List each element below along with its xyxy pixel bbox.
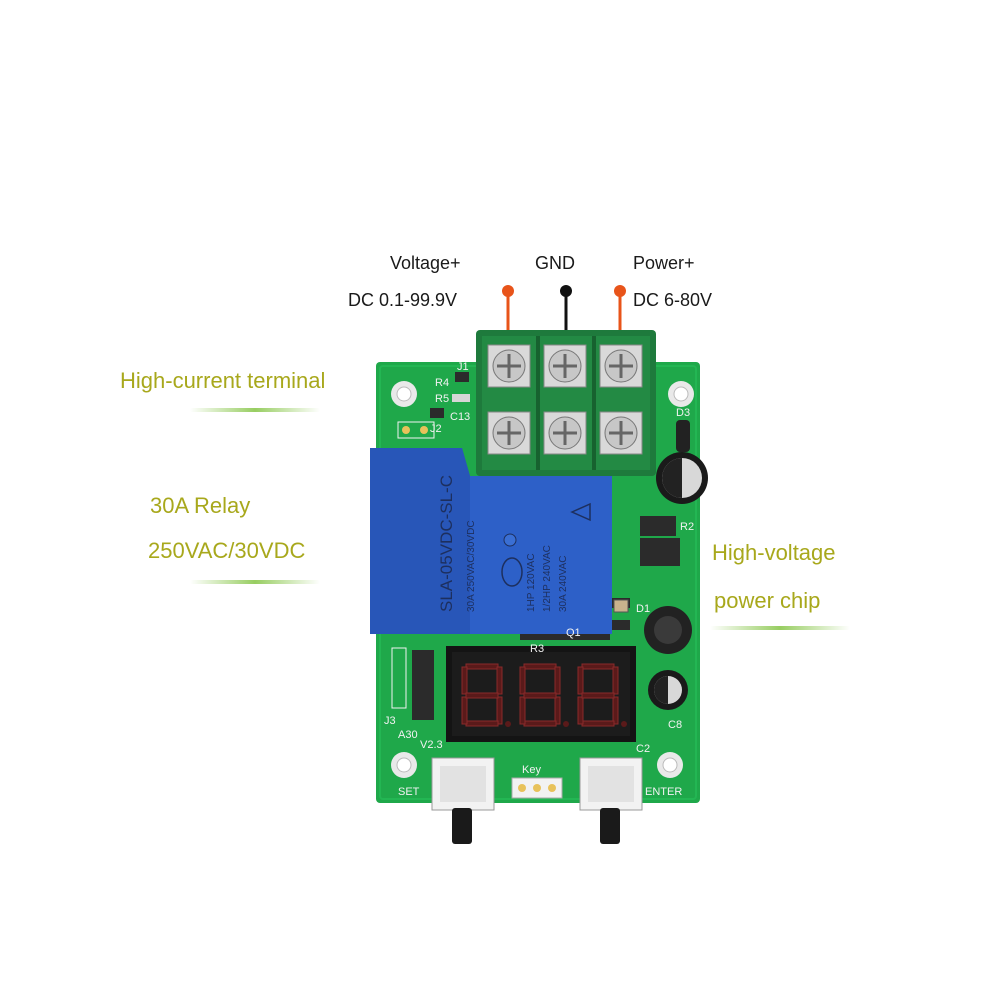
chip-annotation-underline	[710, 626, 850, 630]
digit-2-segment-6	[581, 692, 615, 699]
digit-0-decimal-point	[505, 721, 511, 727]
silk-version: V2.3	[420, 739, 443, 751]
gnd-wire-dot	[560, 285, 572, 297]
digit-1-decimal-point	[563, 721, 569, 727]
silk-r5: R5	[435, 393, 449, 405]
power-terminal-spec: DC 6-80V	[633, 290, 713, 310]
chip-d1	[613, 599, 629, 613]
digit-1-segment-0	[523, 663, 557, 670]
silk-d3: D3	[676, 407, 690, 419]
inductor	[644, 606, 692, 654]
silk-q1: Q1	[566, 627, 581, 639]
digit-0-segment-6	[465, 692, 499, 699]
relay	[370, 448, 612, 634]
silk-r3: R3	[530, 643, 544, 655]
silk-set: SET	[398, 786, 420, 798]
chip-annotation-line2: power chip	[714, 588, 821, 613]
set-button-body	[431, 757, 495, 844]
relay-rating-a: 30A 250VAC/30VDC	[466, 520, 477, 612]
electrolytic-capacitor-bottom	[648, 670, 688, 710]
digit-2-segment-3	[581, 720, 615, 727]
key-header	[511, 777, 563, 799]
silk-j3: J3	[384, 715, 396, 727]
silk-c13: C13	[450, 411, 470, 423]
relay-cqc-mark	[501, 557, 523, 587]
voltage-wire-dot	[502, 285, 514, 297]
silk-c8: C8	[668, 719, 682, 731]
terminal-block-annotation: High-current terminal	[120, 368, 326, 393]
digit-2-segment-1	[612, 666, 619, 695]
silk-d1: D1	[636, 603, 650, 615]
digit-0-segment-4	[461, 696, 468, 725]
digit-2-segment-0	[581, 663, 615, 670]
digit-2-segment-4	[577, 696, 584, 725]
digit-1-segment-2	[554, 696, 561, 725]
electrolytic-capacitor-top	[656, 452, 708, 504]
terminal-annotation-underline	[190, 408, 320, 412]
digit-1-segment-3	[523, 720, 557, 727]
silk-j2: J2	[430, 423, 442, 435]
silk-c2: C2	[636, 743, 650, 755]
digit-1-segment-1	[554, 666, 561, 695]
voltage-terminal-spec: DC 0.1-99.9V	[348, 290, 458, 310]
relay-annotation-line2: 250VAC/30VDC	[148, 538, 306, 563]
silk-r2: R2	[680, 521, 694, 533]
digit-0-segment-5	[461, 666, 468, 695]
relay-rating-b: 1HP 120VAC	[526, 553, 537, 612]
relay-annotation-underline	[190, 580, 320, 584]
relay-model: SLA-05VDC-SL-C	[437, 475, 456, 612]
display-digits	[461, 663, 627, 727]
relay-rating-d: 30A 240VAC	[558, 555, 569, 612]
mounting-holes	[391, 381, 694, 778]
diode-d3	[676, 420, 690, 452]
silk-key: Key	[522, 764, 541, 776]
relay-annotation-line1: 30A Relay	[150, 493, 251, 518]
enter-button-body	[579, 757, 643, 844]
silk-model-code: A30	[398, 729, 418, 741]
screw-row-bottom	[487, 411, 643, 455]
silk-j1: J1	[457, 361, 469, 373]
power-terminal-name: Power+	[633, 253, 695, 273]
terminal-block	[476, 330, 656, 476]
gnd-terminal-name: GND	[535, 253, 575, 273]
digit-1-segment-6	[523, 692, 557, 699]
relay-rating-c: 1/2HP 240VAC	[542, 545, 553, 612]
relay-triangle-mark	[570, 502, 591, 522]
digit-0-segment-1	[496, 666, 503, 695]
screw-row-top	[487, 344, 643, 388]
chip-annotation-line1: High-voltage	[712, 540, 836, 565]
silk-r4: R4	[435, 377, 449, 389]
digit-2-segment-5	[577, 666, 584, 695]
relay-markings: SLA-05VDC-SL-C 30A 250VAC/30VDC 1HP 120V…	[437, 475, 569, 612]
digit-1-segment-4	[519, 696, 526, 725]
digit-0-segment-2	[496, 696, 503, 725]
digit-1-segment-5	[519, 666, 526, 695]
voltage-terminal-name: Voltage+	[390, 253, 461, 273]
digit-2-segment-2	[612, 696, 619, 725]
power-wire-dot	[614, 285, 626, 297]
silk-enter: ENTER	[645, 786, 682, 798]
digit-2-decimal-point	[621, 721, 627, 727]
digit-0-segment-3	[465, 720, 499, 727]
digit-0-segment-0	[465, 663, 499, 670]
